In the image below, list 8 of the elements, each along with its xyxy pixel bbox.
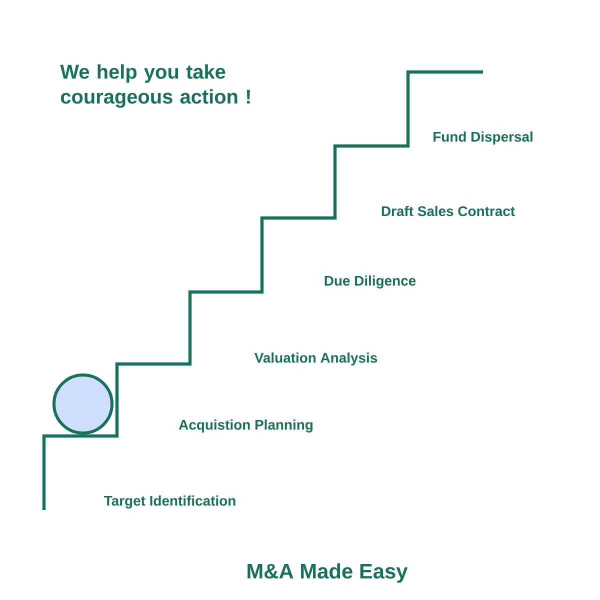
step-label: Valuation Analysis bbox=[254, 352, 378, 366]
caption: M&A Made Easy bbox=[248, 563, 408, 583]
step-label: Acquistion Planning bbox=[178, 419, 312, 433]
heading: We help you take courageous action ! bbox=[60, 64, 250, 108]
step-label: Draft Sales Contract bbox=[382, 206, 515, 216]
step-label: Target Identification bbox=[104, 495, 236, 509]
step-label: Due Diligence bbox=[324, 275, 416, 289]
step-label: Fund Dispersal bbox=[434, 132, 532, 144]
